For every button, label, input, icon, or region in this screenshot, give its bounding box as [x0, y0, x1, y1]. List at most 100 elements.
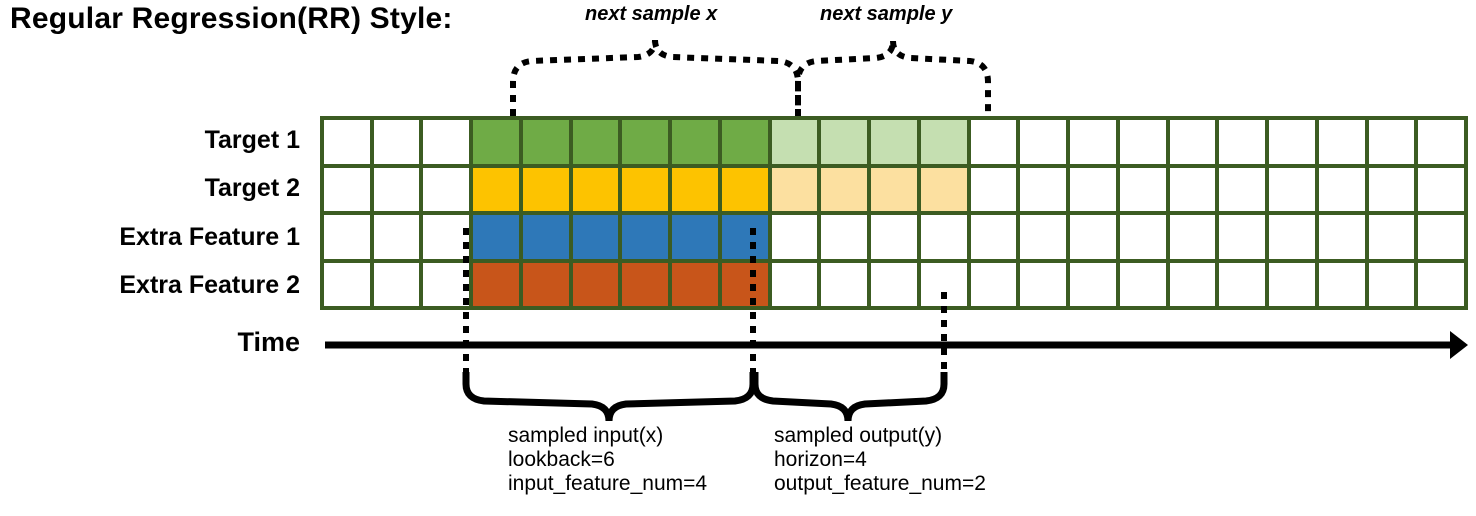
- grid-cell: [1169, 262, 1216, 306]
- grid-cell: [920, 120, 967, 164]
- grid-cell: [423, 167, 470, 211]
- grid-cell: [473, 262, 519, 306]
- grid-cell: [423, 120, 470, 164]
- sampled-output-line-2: horizon=4: [774, 448, 867, 471]
- grid-cell: [1318, 262, 1365, 306]
- time-axis-arrow: [325, 331, 1468, 359]
- page-title: Regular Regression(RR) Style:: [10, 2, 453, 35]
- grid-cell: [522, 262, 569, 306]
- annotation-next-sample-y: next sample y: [820, 3, 953, 25]
- grid-cell: [1169, 215, 1216, 259]
- time-axis-label: Time: [237, 327, 300, 357]
- row-label-target-2: Target 2: [204, 174, 300, 203]
- grid-cell: [572, 262, 619, 306]
- grid-cell: [373, 120, 420, 164]
- grid-cell: [572, 120, 619, 164]
- grid-cell: [920, 167, 967, 211]
- grid-cell: [1070, 262, 1116, 306]
- grid-cell: [1318, 120, 1365, 164]
- grid-cell: [522, 167, 569, 211]
- grid-cell: [373, 167, 420, 211]
- grid-cell: [1269, 167, 1315, 211]
- grid-cell: [970, 167, 1017, 211]
- grid-cell: [672, 215, 718, 259]
- grid-cell: [1269, 120, 1315, 164]
- grid-cell: [672, 262, 718, 306]
- grid-cell: [1119, 262, 1166, 306]
- grid-cell: [473, 215, 519, 259]
- grid-cell: [1418, 262, 1464, 306]
- grid-cell: [1070, 167, 1116, 211]
- grid-cell: [423, 262, 470, 306]
- grid-cell: [324, 262, 370, 306]
- grid-cell: [1169, 167, 1216, 211]
- sampled-input-line-2: lookback=6: [508, 448, 615, 471]
- grid-cell: [622, 167, 669, 211]
- grid-cell: [771, 262, 818, 306]
- grid-cell: [1119, 167, 1166, 211]
- row-labels: Target 1 Target 2 Extra Feature 1 Extra …: [0, 116, 308, 310]
- sampled-input-line-1: sampled input(x): [508, 424, 664, 447]
- grid-cell: [1318, 167, 1365, 211]
- grid-cell: [672, 120, 718, 164]
- grid-cell: [721, 167, 768, 211]
- grid-cell: [572, 167, 619, 211]
- grid-cell: [1269, 262, 1315, 306]
- grid-cell: [324, 120, 370, 164]
- grid-cell: [1020, 120, 1067, 164]
- sampled-input-block: sampled input(x) lookback=6 input_featur…: [508, 424, 707, 496]
- grid-cell: [1318, 215, 1365, 259]
- grid-cell: [373, 215, 420, 259]
- grid-cell: [1418, 215, 1464, 259]
- sampled-output-block: sampled output(y) horizon=4 output_featu…: [774, 424, 986, 496]
- annotation-next-sample-x: next sample x: [585, 3, 718, 25]
- grid-cell: [1368, 120, 1415, 164]
- grid-cell: [622, 215, 669, 259]
- grid-cell: [1070, 120, 1116, 164]
- grid-cell: [1020, 262, 1067, 306]
- brace-bottom-sampled-input: [462, 372, 757, 422]
- grid-cell: [871, 215, 917, 259]
- grid-cell: [622, 262, 669, 306]
- grid-cell: [373, 262, 420, 306]
- grid-cell: [1418, 167, 1464, 211]
- grid-cell: [1219, 167, 1266, 211]
- grid-cell: [473, 120, 519, 164]
- grid-cell: [970, 262, 1017, 306]
- grid-cell: [970, 120, 1017, 164]
- grid-cell: [821, 167, 868, 211]
- sampled-output-line-1: sampled output(y): [774, 424, 943, 447]
- sampled-input-line-3: input_feature_num=4: [508, 472, 708, 495]
- grid-cell: [771, 120, 818, 164]
- grid-cell: [1119, 120, 1166, 164]
- brace-top-next-sample-x: [510, 39, 801, 116]
- grid-cell: [324, 167, 370, 211]
- grid-cell: [1368, 167, 1415, 211]
- grid-cell: [1219, 262, 1266, 306]
- grid-cell: [721, 262, 768, 306]
- grid-cell: [821, 120, 868, 164]
- grid-cell: [871, 167, 917, 211]
- grid-cell: [871, 120, 917, 164]
- grid-cell: [622, 120, 669, 164]
- grid-cell: [1269, 215, 1315, 259]
- grid-cell: [1020, 167, 1067, 211]
- grid-cell: [324, 215, 370, 259]
- grid-cell: [1368, 262, 1415, 306]
- grid-cell: [920, 215, 967, 259]
- grid-cell: [771, 167, 818, 211]
- grid-cell: [821, 262, 868, 306]
- grid-cell: [522, 215, 569, 259]
- grid-cell: [672, 167, 718, 211]
- grid-cell: [522, 120, 569, 164]
- grid-cell: [1368, 215, 1415, 259]
- row-label-target-1: Target 1: [204, 125, 300, 154]
- row-label-extra-feature-2: Extra Feature 2: [119, 271, 300, 300]
- grid-cell: [473, 167, 519, 211]
- grid-cell: [721, 215, 768, 259]
- brace-bottom-sampled-output: [751, 372, 948, 422]
- sampled-output-line-3: output_feature_num=2: [774, 472, 986, 495]
- timeseries-grid: [320, 116, 1468, 310]
- grid-cell: [1070, 215, 1116, 259]
